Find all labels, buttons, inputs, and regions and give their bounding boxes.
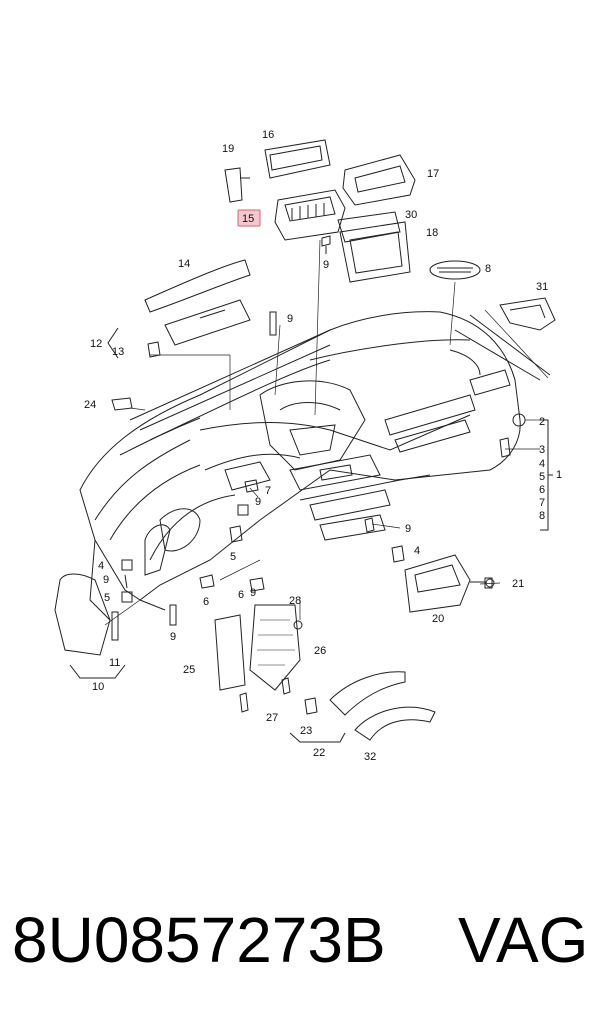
part-17-compartment bbox=[342, 154, 416, 206]
part-32-column-cover bbox=[354, 706, 436, 741]
callout-10: 10 bbox=[92, 681, 104, 693]
part-number: 8U0857273B bbox=[12, 904, 386, 976]
callout-11: 11 bbox=[109, 657, 120, 669]
callout-21: 21 bbox=[512, 578, 524, 590]
caption-bar: 8U0857273B VAG bbox=[0, 895, 600, 985]
callout-labels: 16 19 17 15 30 18 9 8 14 31 9 12 13 24 2… bbox=[84, 129, 562, 763]
callout-4-radio: 4 bbox=[414, 545, 420, 557]
callout-20: 20 bbox=[432, 613, 444, 625]
part-18-frame bbox=[339, 221, 411, 283]
callout-16: 16 bbox=[262, 129, 274, 141]
exploded-parts-diagram: 16 19 17 15 30 18 9 8 14 31 9 12 13 24 2… bbox=[54, 129, 562, 763]
highlight-15 bbox=[237, 209, 261, 227]
part-14-trim bbox=[144, 259, 251, 313]
part-2-grommet bbox=[512, 413, 526, 427]
callout-3: 3 bbox=[539, 444, 545, 456]
callout-13: 13 bbox=[112, 346, 124, 358]
part-13-clip bbox=[147, 341, 161, 358]
callout-19: 19 bbox=[222, 143, 234, 155]
callout-8-right-group: 8 bbox=[539, 510, 545, 522]
part-22-trim bbox=[329, 671, 406, 716]
bracket-10 bbox=[69, 664, 126, 679]
callout-28: 28 bbox=[289, 595, 301, 607]
part-15-storage bbox=[274, 189, 346, 241]
manufacturer: VAG bbox=[458, 904, 589, 976]
callout-4-right-group: 4 bbox=[539, 458, 545, 470]
callout-4-left: 4 bbox=[98, 560, 104, 572]
part-16-cover bbox=[264, 139, 331, 179]
callout-9-mid: 9 bbox=[255, 496, 261, 508]
part-25-bracket bbox=[214, 614, 246, 691]
part-9-screw-top bbox=[321, 235, 331, 254]
callout-12: 12 bbox=[90, 338, 102, 350]
part-10-endcap bbox=[54, 573, 111, 656]
part-8-vent bbox=[429, 260, 481, 280]
callout-22: 22 bbox=[313, 747, 325, 759]
part-19-bracket bbox=[224, 167, 243, 203]
callout-7-right-group: 7 bbox=[539, 497, 545, 509]
callout-9-left: 9 bbox=[103, 574, 109, 586]
leader-lines bbox=[104, 239, 549, 626]
callout-9-upper-left: 9 bbox=[287, 313, 293, 325]
part-3-clip bbox=[499, 437, 511, 458]
callout-25: 25 bbox=[183, 664, 195, 676]
callout-18: 18 bbox=[426, 227, 438, 239]
callout-7-mid: 7 bbox=[265, 485, 271, 497]
callout-6-right-group: 6 bbox=[539, 484, 545, 496]
part-26-mesh bbox=[249, 604, 301, 691]
part-31-outlet bbox=[499, 297, 556, 331]
callout-8-top: 8 bbox=[485, 263, 491, 275]
callout-24: 24 bbox=[84, 399, 96, 411]
dashboard-panel bbox=[79, 311, 551, 621]
callout-5-mid: 5 bbox=[230, 551, 236, 563]
callout-32: 32 bbox=[364, 751, 376, 763]
callout-9-lower: 9 bbox=[170, 631, 176, 643]
callout-5-left: 5 bbox=[104, 592, 110, 604]
bracket-22 bbox=[289, 732, 346, 743]
callout-27: 27 bbox=[266, 712, 278, 724]
callout-15: 15 bbox=[242, 213, 254, 225]
callout-30: 30 bbox=[405, 209, 417, 221]
callout-9-radio: 9 bbox=[405, 523, 411, 535]
part-30-seal bbox=[337, 211, 401, 243]
callout-17: 17 bbox=[427, 168, 439, 180]
part-24-clip bbox=[111, 397, 133, 411]
bracket-12 bbox=[107, 327, 119, 359]
bracket-1 bbox=[540, 419, 553, 531]
callout-9-mid-lower: 9 bbox=[250, 587, 256, 599]
part-23-clip bbox=[304, 697, 318, 715]
callout-31: 31 bbox=[536, 281, 548, 293]
callout-9-top: 9 bbox=[323, 259, 329, 271]
callout-6-mid: 6 bbox=[238, 589, 244, 601]
callout-5-right-group: 5 bbox=[539, 471, 545, 483]
callout-23: 23 bbox=[300, 725, 312, 737]
callout-6-left: 6 bbox=[203, 596, 209, 608]
part-20-control-unit bbox=[404, 554, 471, 613]
callout-1: 1 bbox=[556, 469, 562, 481]
callout-2: 2 bbox=[539, 416, 545, 428]
callout-26: 26 bbox=[314, 645, 326, 657]
callout-14: 14 bbox=[178, 258, 190, 270]
